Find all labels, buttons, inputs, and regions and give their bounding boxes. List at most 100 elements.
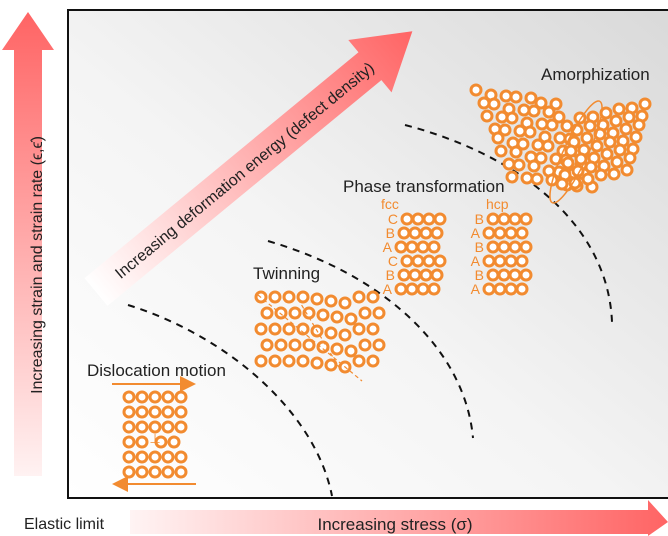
amorphous-atom: [568, 176, 582, 190]
amorphous-atom: [469, 83, 483, 97]
fcc-atom: [400, 212, 414, 226]
amorphous-atom: [523, 125, 537, 139]
amorphous-atom: [487, 97, 501, 111]
twinning-atom: [268, 322, 282, 336]
twinning-atom: [324, 358, 338, 372]
dislocation-atom: [122, 405, 136, 419]
amorphous-atom: [542, 105, 556, 119]
twinning-atom: [302, 338, 316, 352]
stress-axis-arrow: [130, 500, 668, 536]
fcc-atom: [427, 240, 441, 254]
hcp-letter: B: [475, 239, 484, 255]
twinning-atom: [274, 306, 288, 320]
fcc-atom: [430, 226, 444, 240]
dislocation-atom: [135, 435, 149, 449]
dislocation-atom: [161, 390, 175, 404]
elastic-limit-label: Elastic limit: [24, 516, 105, 533]
amorphous-atom: [560, 119, 574, 133]
twinning-atom: [302, 306, 316, 320]
amorphous-band: [549, 100, 603, 204]
dislocation-atom: [122, 420, 136, 434]
amorphous-atom: [499, 89, 513, 103]
amorphous-atom: [612, 102, 626, 116]
amorphous-atom: [583, 119, 597, 133]
fcc-atom: [416, 240, 430, 254]
amorphous-atom: [527, 159, 541, 173]
twinning-atom: [316, 340, 330, 354]
amorphous-atom: [545, 118, 559, 132]
dislocation-atom: [122, 435, 136, 449]
twinning-atom: [358, 306, 372, 320]
fcc-atom: [400, 254, 414, 268]
fcc-atom: [408, 268, 422, 282]
hcp-letter: A: [471, 253, 481, 269]
twinning-atom: [366, 290, 380, 304]
amorphous-atom: [534, 96, 548, 110]
amorphous-atom: [609, 114, 623, 128]
amorphous-atom: [498, 123, 512, 137]
fcc-atom: [408, 226, 422, 240]
fcc-atom: [433, 212, 447, 226]
twinning-atom: [352, 322, 366, 336]
amorphous-atom: [629, 130, 643, 144]
hcp-atom: [486, 212, 500, 226]
amorphous-atom: [505, 170, 519, 184]
dislocation-title: Dislocation motion: [87, 361, 226, 380]
dislocation-atom: [161, 465, 175, 479]
amorphous-atom: [534, 151, 548, 165]
twinning-atom: [372, 338, 386, 352]
hcp-atom: [519, 268, 533, 282]
hcp-atom: [493, 254, 507, 268]
dislocation-atom: [148, 390, 162, 404]
hcp-atom: [493, 226, 507, 240]
twinning-atom: [274, 338, 288, 352]
twinning-atom: [310, 292, 324, 306]
amorphous-atom: [531, 138, 545, 152]
amorphous-atom: [607, 167, 621, 181]
amorphous-atom: [517, 103, 531, 117]
hcp-label: hcp: [486, 196, 509, 212]
amorphous-lattice: [469, 83, 652, 194]
dislocation-atom: [148, 420, 162, 434]
y-axis-label: Increasing strain and strain rate (ϵ,ϵ̇): [29, 136, 46, 394]
dislocation-atom: [135, 390, 149, 404]
amorphous-atom: [564, 144, 578, 158]
hcp-atom: [504, 254, 518, 268]
amorphization-title: Amorphization: [541, 65, 650, 84]
fcc-atom: [411, 212, 425, 226]
twinning-atom: [324, 326, 338, 340]
amorphous-atom: [502, 157, 516, 171]
fcc-letter: C: [388, 253, 398, 269]
amorphous-atom: [553, 131, 567, 145]
hcp-atom: [497, 268, 511, 282]
boundary-3: [404, 124, 613, 323]
fcc-atom: [422, 254, 436, 268]
fcc-atom: [430, 268, 444, 282]
twinning-atom: [358, 338, 372, 352]
fcc-atom: [394, 240, 408, 254]
amorphous-atom: [535, 117, 549, 131]
hcp-atom: [504, 282, 518, 296]
amorphous-atom: [549, 97, 563, 111]
twinning-atom: [366, 322, 380, 336]
amorphous-atom: [580, 131, 594, 145]
fcc-letter: B: [386, 267, 395, 283]
fcc-label: fcc: [381, 196, 399, 212]
amorphous-atom: [512, 158, 526, 172]
twinning-atom: [338, 296, 352, 310]
hcp-atom: [482, 282, 496, 296]
amorphous-atom: [584, 160, 598, 174]
regime-boundaries: [127, 124, 613, 497]
hcp-atom: [482, 254, 496, 268]
fcc-letter: A: [383, 239, 393, 255]
dislocation-atom: [167, 435, 181, 449]
amorphous-atom: [491, 131, 505, 145]
dislocation-atom: [122, 390, 136, 404]
twinning-atom: [366, 354, 380, 368]
hcp-atom: [497, 240, 511, 254]
dislocation-symbol: ⊥: [149, 431, 160, 446]
fcc-atom: [419, 226, 433, 240]
amorphous-atom: [613, 143, 627, 157]
amorphous-atom: [638, 97, 652, 111]
dislocation-atom: [174, 450, 188, 464]
